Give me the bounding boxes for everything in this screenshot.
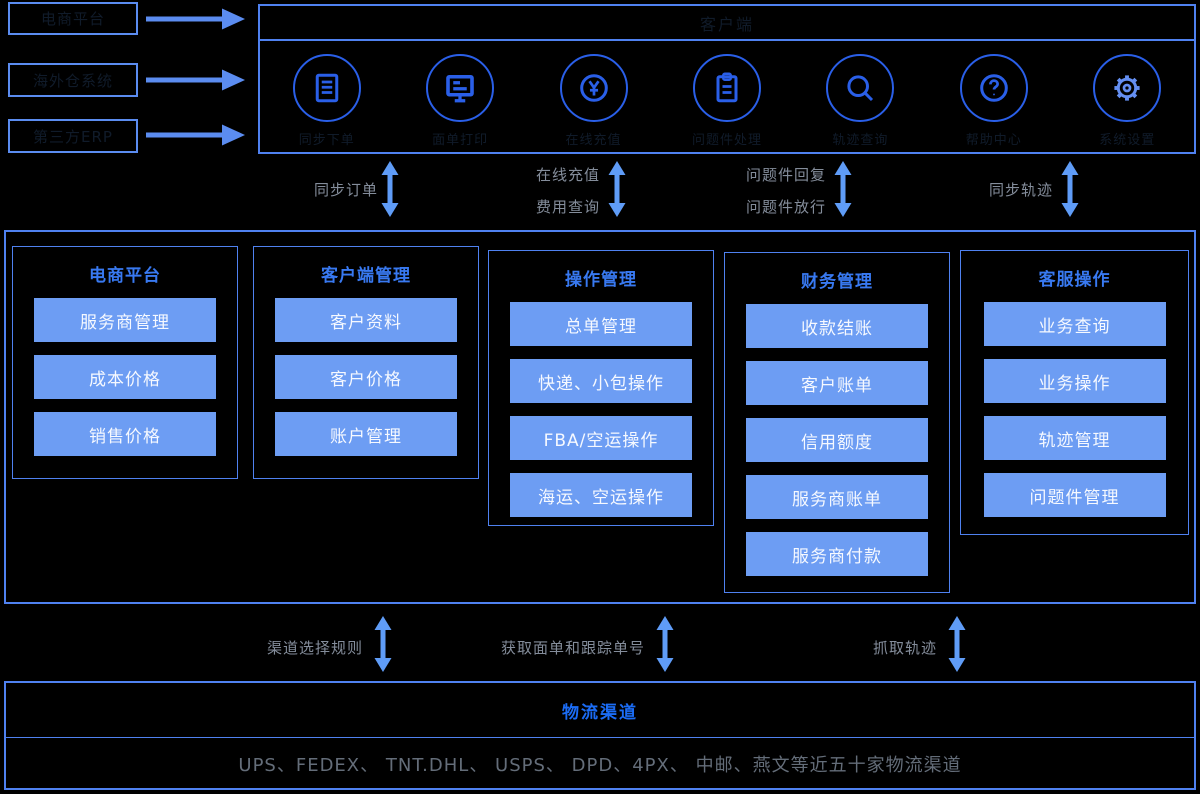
icon-label: 同步下单 bbox=[298, 133, 355, 148]
icon-label: 问题件处理 bbox=[691, 133, 762, 148]
module-item: 服务商账单 bbox=[746, 475, 928, 519]
order-form-icon bbox=[292, 54, 361, 122]
channel-link-label: 渠道选择规则 bbox=[266, 639, 363, 657]
module-customer-service: 客服操作 业务查询 业务操作 轨迹管理 问题件管理 bbox=[960, 250, 1189, 535]
logistics-channels-title: 物流渠道 bbox=[6, 683, 1194, 738]
logistics-channels-list: UPS、FEDEX、 TNT.DHL、 USPS、 DPD、4PX、 中邮、燕文… bbox=[238, 755, 962, 776]
arrow-right-icon bbox=[146, 124, 245, 146]
client-panel-title: 客户端 bbox=[260, 6, 1194, 41]
gear-icon bbox=[1093, 54, 1162, 122]
channel-link-label: 抓取轨迹 bbox=[872, 639, 937, 657]
arrow-up-down-icon bbox=[834, 161, 852, 217]
module-item: 账户管理 bbox=[275, 412, 457, 456]
logistics-channels-title-text: 物流渠道 bbox=[562, 702, 638, 723]
icon-label: 轨迹查询 bbox=[832, 133, 889, 148]
module-item: 收款结账 bbox=[746, 304, 928, 348]
module-item: 服务商付款 bbox=[746, 532, 928, 576]
logistics-channels-panel: 物流渠道 UPS、FEDEX、 TNT.DHL、 USPS、 DPD、4PX、 … bbox=[4, 681, 1196, 790]
source-box-1: 电商平台 bbox=[8, 2, 138, 35]
icon-cell-problem: 问题件处理 bbox=[667, 54, 787, 148]
icon-cell-settings: 系统设置 bbox=[1067, 54, 1187, 148]
module-item: 信用额度 bbox=[746, 418, 928, 462]
module-title: 操作管理 bbox=[565, 270, 637, 290]
module-item: 成本价格 bbox=[34, 355, 216, 399]
module-title: 客户端管理 bbox=[321, 266, 411, 286]
channel-link-label: 获取面单和跟踪单号 bbox=[500, 639, 645, 657]
module-item: 销售价格 bbox=[34, 412, 216, 456]
sync-link-label: 同步订单 bbox=[313, 181, 378, 199]
icon-cell-print: 面单打印 bbox=[400, 54, 520, 148]
module-item: 业务操作 bbox=[983, 359, 1166, 403]
module-item: 客户账单 bbox=[746, 361, 928, 405]
arrow-right-icon bbox=[146, 8, 245, 30]
module-item: 问题件管理 bbox=[983, 473, 1166, 517]
icon-cell-help: 帮助中心 bbox=[934, 54, 1054, 148]
module-item: 轨迹管理 bbox=[983, 416, 1166, 460]
sync-link-label: 在线充值 bbox=[535, 166, 600, 184]
sync-link-label: 费用查询 bbox=[535, 198, 600, 216]
client-panel: 客户端 同步下单 bbox=[258, 4, 1196, 154]
monitor-icon bbox=[426, 54, 495, 122]
source-box-2: 海外仓系统 bbox=[8, 63, 138, 97]
module-item: 客户价格 bbox=[275, 355, 457, 399]
arrow-up-down-icon bbox=[948, 616, 966, 672]
sync-link-label: 同步轨迹 bbox=[988, 181, 1053, 199]
module-title: 客服操作 bbox=[1038, 270, 1111, 290]
sync-link-label: 问题件放行 bbox=[745, 198, 826, 216]
module-item: 总单管理 bbox=[510, 302, 692, 346]
arrow-up-down-icon bbox=[608, 161, 626, 217]
management-panel bbox=[4, 230, 1196, 604]
module-operation-management: 操作管理 总单管理 快递、小包操作 FBA/空运操作 海运、空运操作 bbox=[488, 250, 714, 526]
icon-label: 在线充值 bbox=[565, 133, 622, 148]
module-item: 客户资料 bbox=[275, 298, 457, 342]
yen-coin-icon bbox=[559, 54, 628, 122]
icon-label: 帮助中心 bbox=[965, 133, 1022, 148]
module-item: 海运、空运操作 bbox=[510, 473, 692, 517]
module-item: 业务查询 bbox=[983, 302, 1166, 346]
sync-link-label: 问题件回复 bbox=[745, 166, 826, 184]
icon-cell-recharge: 在线充值 bbox=[534, 54, 654, 148]
source-label: 海外仓系统 bbox=[32, 71, 113, 90]
help-icon bbox=[959, 54, 1028, 122]
arrow-right-icon bbox=[146, 69, 245, 91]
icon-label: 系统设置 bbox=[1099, 133, 1156, 148]
arrow-up-down-icon bbox=[656, 616, 674, 672]
icon-cell-order: 同步下单 bbox=[267, 54, 387, 148]
source-label: 第三方ERP bbox=[33, 127, 113, 146]
search-icon bbox=[826, 54, 895, 122]
client-icon-row: 同步下单 面单打印 bbox=[260, 41, 1194, 148]
arrow-up-down-icon bbox=[381, 161, 399, 217]
module-finance-management: 财务管理 收款结账 客户账单 信用额度 服务商账单 服务商付款 bbox=[724, 252, 950, 593]
module-item: 快递、小包操作 bbox=[510, 359, 692, 403]
module-item: 服务商管理 bbox=[34, 298, 216, 342]
arrow-up-down-icon bbox=[374, 616, 392, 672]
source-label: 电商平台 bbox=[40, 10, 105, 28]
module-ecommerce-platform: 电商平台 服务商管理 成本价格 销售价格 bbox=[12, 246, 238, 479]
source-box-3: 第三方ERP bbox=[8, 119, 138, 153]
icon-label: 面单打印 bbox=[432, 133, 489, 148]
clipboard-icon bbox=[692, 54, 761, 122]
module-title: 财务管理 bbox=[801, 272, 873, 292]
client-panel-title-text: 客户端 bbox=[699, 14, 754, 34]
module-item: FBA/空运操作 bbox=[510, 416, 692, 460]
module-title: 电商平台 bbox=[89, 266, 161, 286]
icon-cell-track: 轨迹查询 bbox=[800, 54, 920, 148]
module-client-management: 客户端管理 客户资料 客户价格 账户管理 bbox=[253, 246, 479, 479]
arrow-up-down-icon bbox=[1061, 161, 1079, 217]
